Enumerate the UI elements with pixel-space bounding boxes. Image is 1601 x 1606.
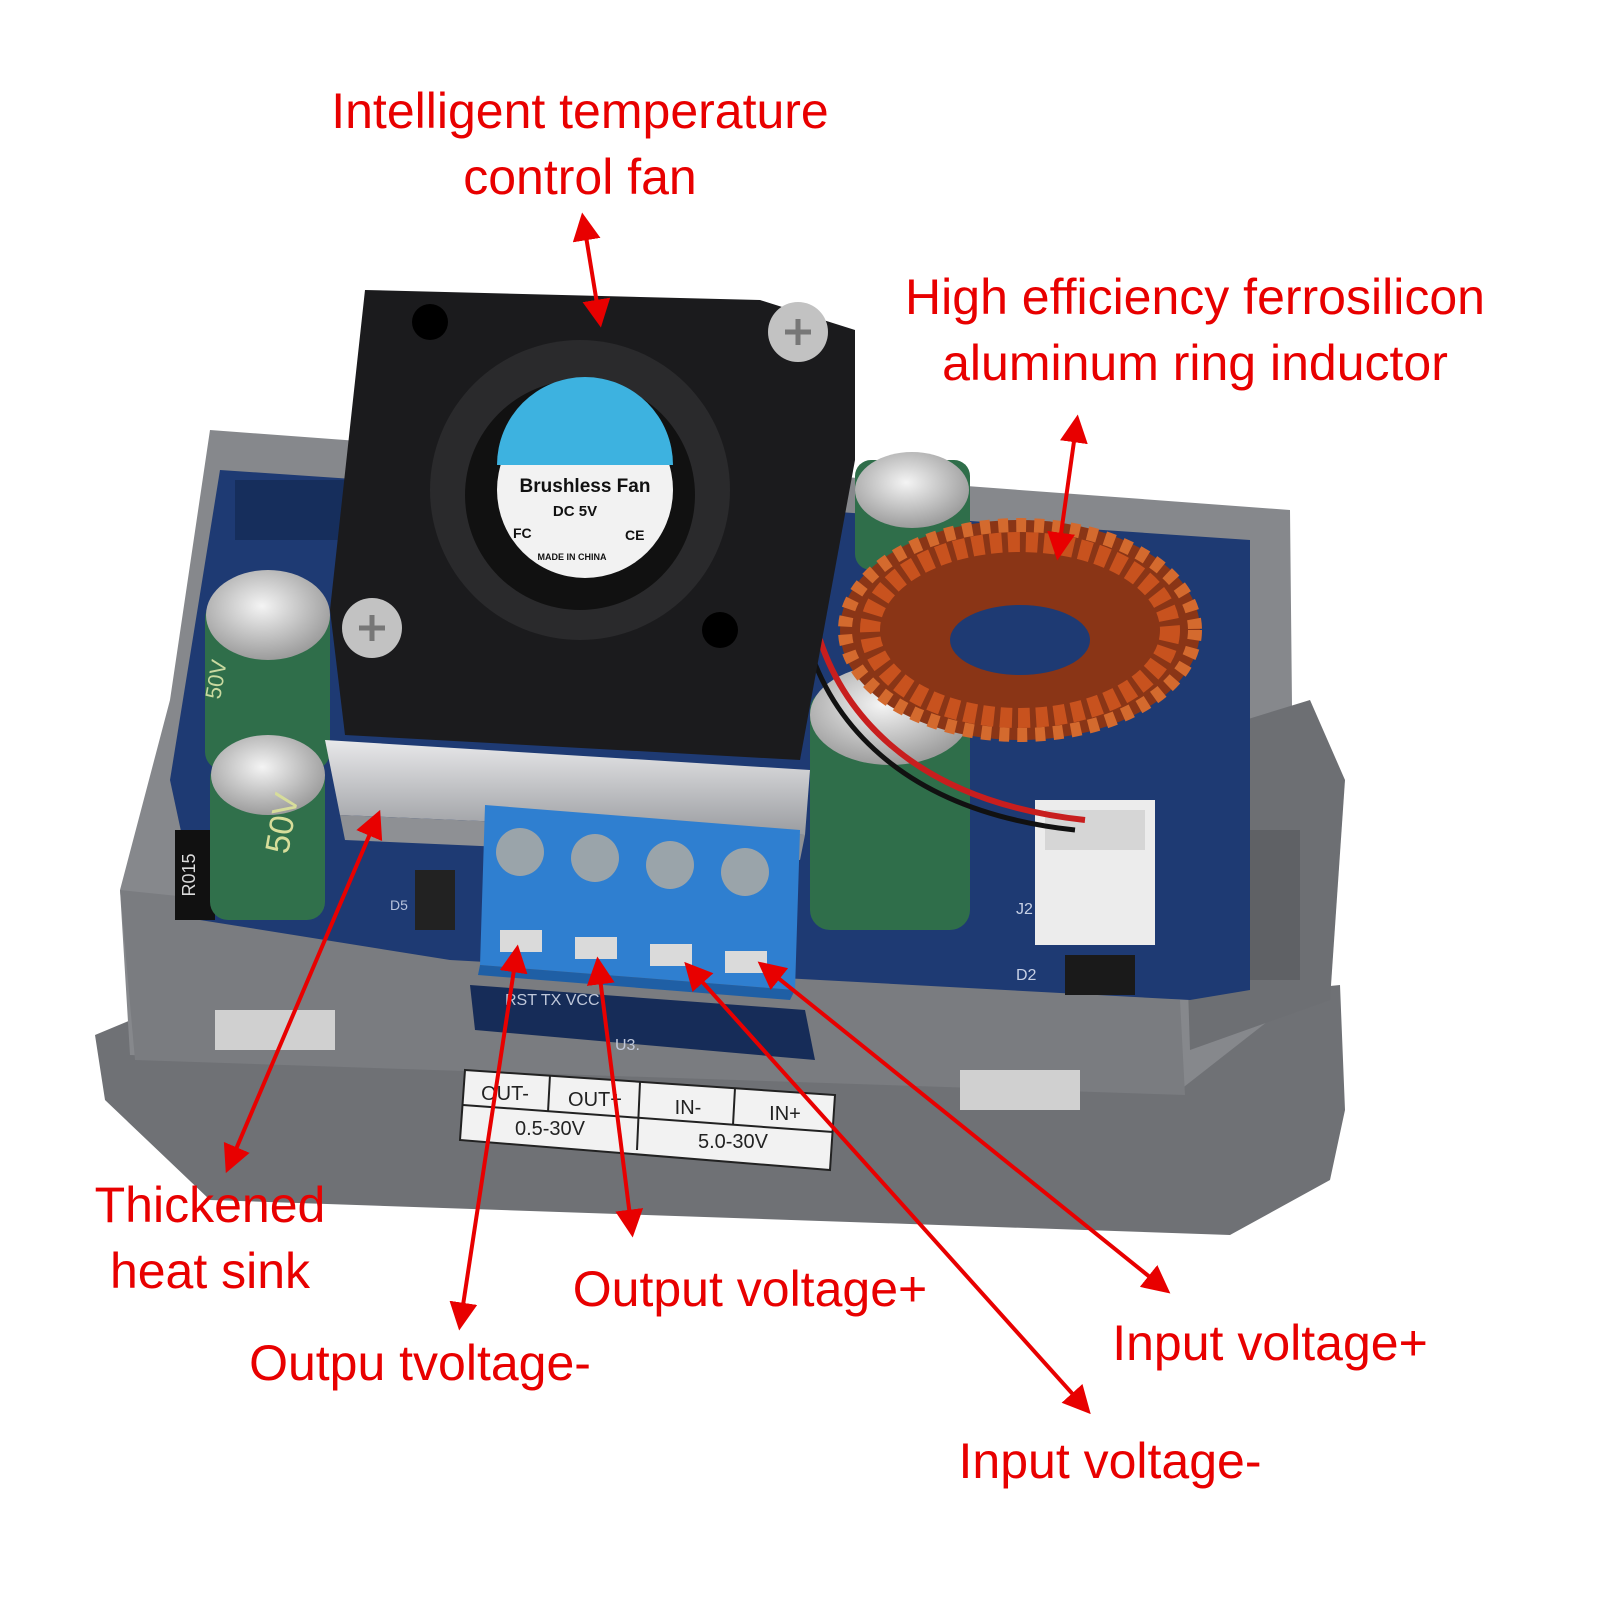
callout-inductor-line-2: aluminum ring inductor — [942, 335, 1448, 391]
fan-label-voltage: DC 5V — [553, 503, 597, 520]
fan-hole — [412, 304, 448, 340]
callout-input-minus: Input voltage- — [920, 1428, 1300, 1494]
input-plus-arrow — [757, 961, 1171, 1294]
ring-inductor — [838, 518, 1202, 742]
callout-input-plus: Input voltage+ — [1080, 1310, 1460, 1376]
fan-label-fc: FC — [513, 525, 532, 541]
terminal-label-in-plus: IN+ — [769, 1103, 801, 1125]
diode-d5 — [415, 870, 455, 930]
callout-output-plus: Output voltage+ — [540, 1256, 960, 1322]
housing-clip — [960, 1070, 1080, 1110]
pcb-ref-d5: D5 — [390, 897, 408, 913]
pcb-ref-j2: J2 — [1016, 901, 1033, 918]
callout-input-minus-text: Input voltage- — [958, 1433, 1262, 1489]
output-minus-arrow — [449, 944, 528, 1331]
callout-inductor: High efficiency ferrosilicon aluminum ri… — [845, 264, 1545, 396]
terminal-label-in-minus: IN- — [675, 1097, 702, 1119]
output-range: 0.5-30V — [515, 1118, 586, 1140]
callout-fan: Intelligent temperature control fan — [280, 78, 880, 210]
callout-input-plus-text: Input voltage+ — [1112, 1315, 1428, 1371]
terminal-screw-icon — [646, 841, 694, 889]
diode-d2 — [1065, 955, 1135, 995]
terminal-block: RST TX VCC U3. — [470, 805, 815, 1060]
callout-output-minus-text: Outpu tvoltage- — [249, 1335, 591, 1391]
output-plus-arrow — [586, 956, 644, 1238]
inductor-arrow — [1047, 414, 1088, 561]
callout-heatsink: Thickened heat sink — [60, 1172, 360, 1304]
callout-fan-line-2: control fan — [463, 149, 697, 205]
input-range: 5.0-30V — [698, 1131, 769, 1153]
callout-heatsink-line-1: Thickened — [94, 1177, 326, 1233]
resistor-code: R015 — [179, 853, 199, 896]
fan-hole — [702, 612, 738, 648]
terminal-screw-icon — [496, 828, 544, 876]
callout-output-plus-text: Output voltage+ — [572, 1261, 928, 1317]
terminal-screw-icon — [571, 834, 619, 882]
callout-inductor-line-1: High efficiency ferrosilicon — [905, 269, 1485, 325]
callout-heatsink-line-2: heat sink — [109, 1243, 311, 1299]
terminal-screw-icon — [721, 848, 769, 896]
housing-clip — [215, 1010, 335, 1050]
pcb-ref-u3: U3. — [615, 1037, 640, 1054]
annotation-arrows — [223, 212, 1171, 1415]
fan-arrow — [572, 212, 611, 328]
capacitor-left-top: 50V — [200, 570, 330, 770]
fan-label-title: Brushless Fan — [520, 476, 651, 497]
terminal-label-out-minus: OUT- — [481, 1083, 529, 1105]
cooling-fan: Brushless Fan DC 5V FC CE MADE IN CHINA — [330, 290, 855, 760]
heatsink-arrow — [223, 809, 383, 1174]
capacitor-left-bottom: 50V — [210, 735, 325, 920]
fan-label-ce: CE — [625, 527, 644, 543]
pcb-ref-d2: D2 — [1016, 967, 1037, 984]
resistor — [175, 830, 215, 920]
callout-output-minus: Outpu tvoltage- — [215, 1330, 625, 1396]
fan-label-origin: MADE IN CHINA — [538, 552, 607, 562]
callout-fan-line-1: Intelligent temperature — [331, 83, 829, 139]
pcb-pin-labels: RST TX VCC — [505, 992, 600, 1009]
